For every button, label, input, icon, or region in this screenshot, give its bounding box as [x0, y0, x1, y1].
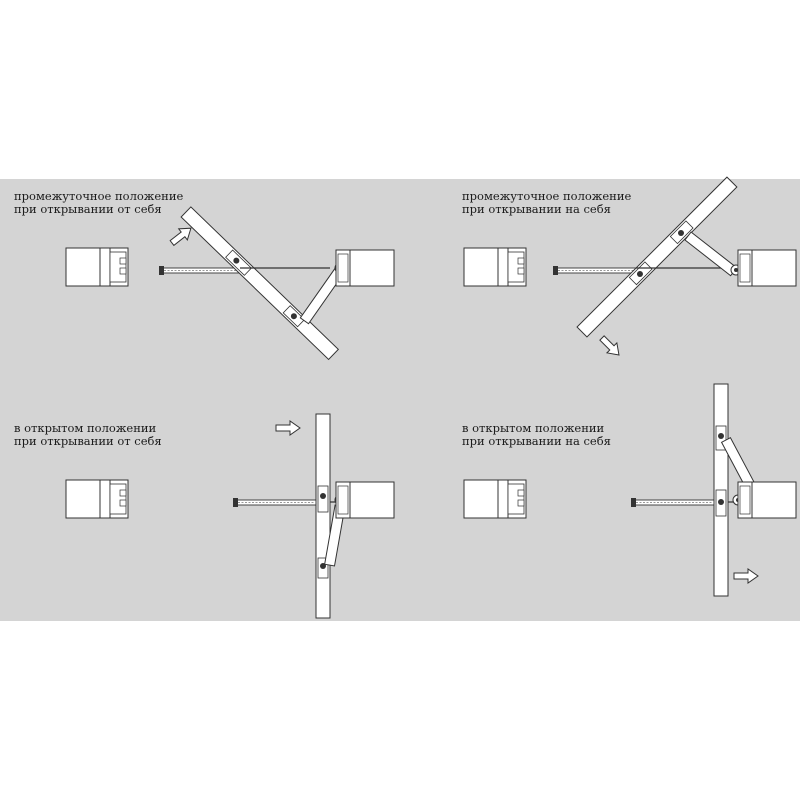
caption-panel-1: промежуточное положение при открывании о…	[14, 190, 183, 216]
caption-panel-4: в открытом положении при открывании на с…	[462, 422, 611, 448]
caption-panel-3: в открытом положении при открывании от с…	[14, 422, 162, 448]
caption-line: промежуточное положение	[462, 189, 632, 203]
caption-line: при открывании от себя	[14, 202, 162, 216]
caption-line: при открывании на себя	[462, 202, 611, 216]
frame-profile	[463, 247, 527, 287]
diagram-panel-4	[463, 383, 797, 597]
caption-line: при открывании на себя	[462, 434, 611, 448]
arrow-icon	[733, 568, 759, 584]
diagram-panel-3	[65, 413, 395, 619]
caption-line: в открытом положении	[462, 421, 605, 435]
caption-line: при открывании от себя	[14, 434, 162, 448]
rail	[630, 497, 715, 508]
frame-profile	[737, 481, 797, 519]
sash	[713, 383, 729, 597]
caption-line: промежуточное положение	[14, 189, 184, 203]
frame-profile	[65, 479, 129, 519]
frame-profile	[335, 249, 395, 287]
arrow-icon	[275, 420, 301, 436]
frame-profile	[737, 249, 797, 287]
frame-profile	[463, 479, 527, 519]
frame-profile	[65, 247, 129, 287]
rail	[552, 265, 637, 276]
diagram-panel-1	[65, 206, 395, 361]
frame-profile	[335, 481, 395, 519]
caption-panel-2: промежуточное положение при открывании н…	[462, 190, 631, 216]
hinge-arm	[684, 231, 738, 277]
diagram-panel-2	[463, 176, 797, 361]
rail	[158, 265, 243, 276]
caption-line: в открытом положении	[14, 421, 157, 435]
sash	[315, 413, 331, 619]
sash	[180, 206, 340, 361]
arrow-icon	[596, 332, 625, 361]
rail	[232, 497, 317, 508]
